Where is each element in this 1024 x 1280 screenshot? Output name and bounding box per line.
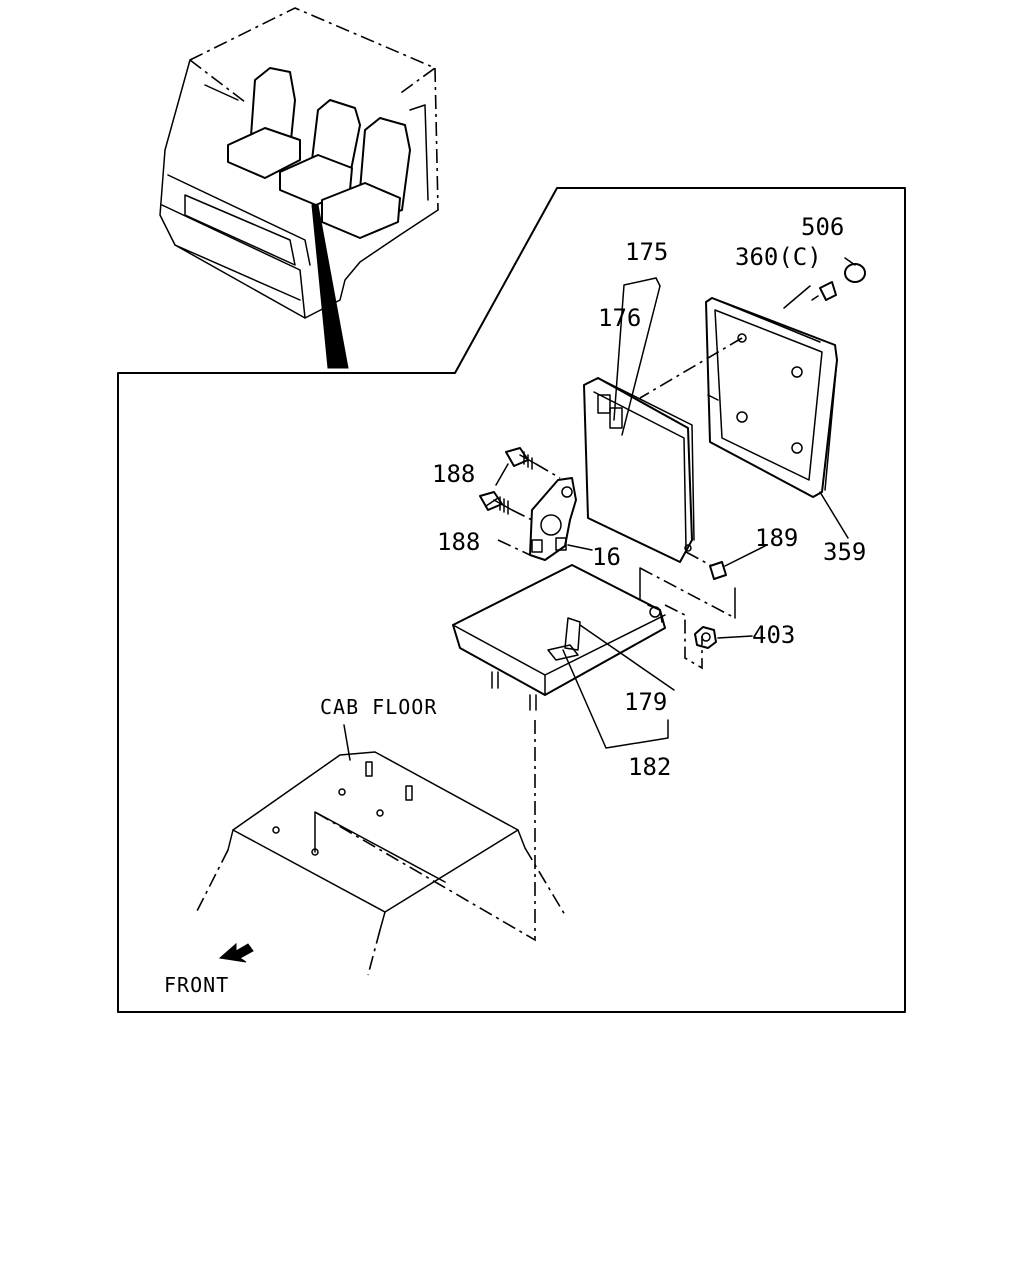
leader-lines [314,257,856,942]
label-359: 359 [823,538,866,566]
cab-overview [159,7,439,369]
label-360c: 360(C) [735,243,822,271]
detail-frame [117,187,906,1013]
bolt-188-upper [505,447,537,470]
label-403: 403 [752,621,795,649]
clip-189 [709,561,727,580]
label-189: 189 [755,524,798,552]
cap-506 [844,263,866,283]
cab-floor [194,751,566,976]
front-arrow-icon [218,942,254,963]
label-179: 179 [624,688,667,716]
label-188-upper: 188 [432,460,475,488]
upper-cover-359 [705,297,838,498]
label-cab-floor: CAB FLOOR [320,695,437,719]
ecu-panel-175 [583,377,695,563]
label-176: 176 [598,304,641,332]
label-175: 175 [625,238,668,266]
label-188-lower: 188 [437,528,480,556]
bracket-16 [529,477,577,561]
label-182: 182 [628,753,671,781]
bolt-188-lower [479,491,513,515]
base-tray-182 [452,564,666,711]
label-506: 506 [801,213,844,241]
nut-403 [694,626,717,649]
label-front: FRONT [164,973,229,997]
screw-360c [811,281,837,301]
label-16: 16 [592,543,621,571]
